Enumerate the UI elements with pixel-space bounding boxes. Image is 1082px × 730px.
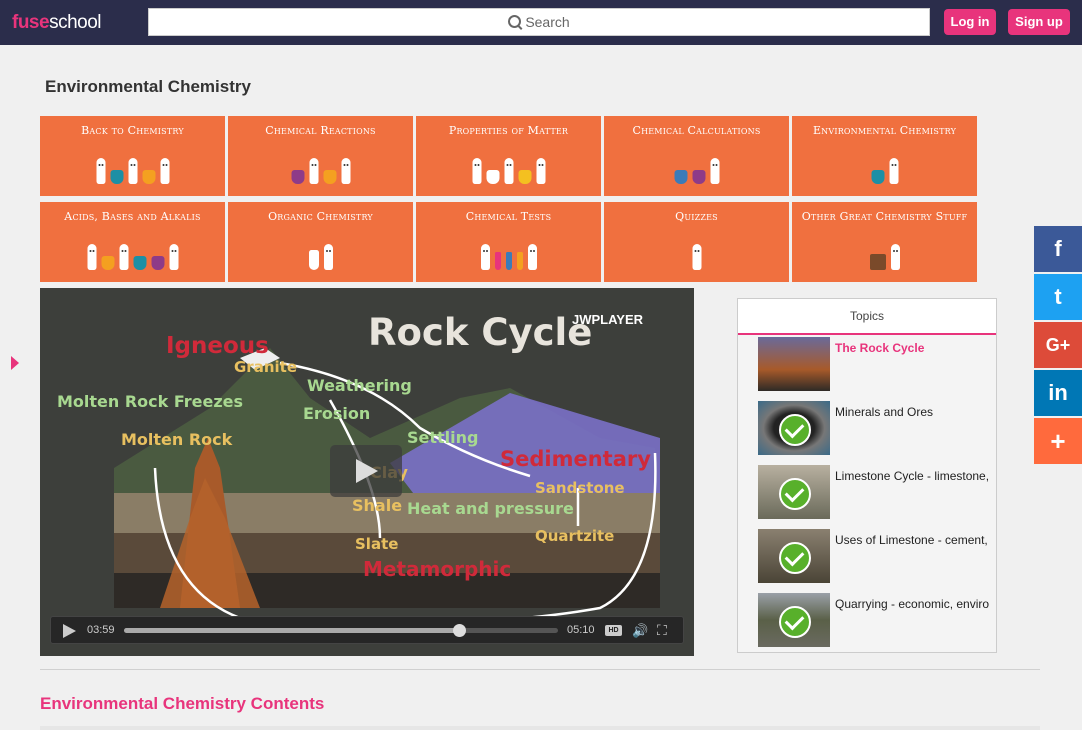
tile-chemical-reactions[interactable]: Chemical Reactions (228, 116, 413, 196)
linkedin-share-button[interactable]: in (1034, 370, 1082, 416)
search-placeholder: Search (525, 14, 570, 30)
label-granite: Granite (234, 358, 297, 376)
lab-apparatus-icon (291, 158, 350, 184)
google-plus-icon: G+ (1045, 335, 1071, 355)
label-igneous: Igneous (166, 333, 269, 359)
tile-chemical-tests[interactable]: Chemical Tests (416, 202, 601, 282)
facebook-icon: f (1054, 236, 1062, 261)
completed-check-icon (779, 414, 811, 446)
label-sedimentary: Sedimentary (500, 447, 651, 471)
jwplayer-logo: JWPLAYER (572, 312, 644, 327)
cartoon-characters-icon (96, 158, 169, 184)
label-shale: Shale (352, 496, 402, 515)
label-molten-rock: Molten Rock (121, 430, 233, 449)
fullscreen-icon[interactable]: ⛶ (657, 622, 667, 638)
completed-check-icon (779, 606, 811, 638)
topic-item-limestone-cycle[interactable]: Limestone Cycle - limestone, (758, 465, 996, 521)
section-divider (40, 669, 1040, 670)
label-settling: Settling (407, 428, 478, 447)
search-input[interactable]: Search (148, 8, 930, 36)
duration: 05:10 (567, 624, 595, 636)
completed-check-icon (779, 478, 811, 510)
test-tubes-icon (480, 244, 537, 270)
video-controls: 03:59 05:10 HD 🔊 ⛶ (50, 616, 684, 644)
current-topic-arrow-icon (11, 356, 19, 370)
topic-item-minerals[interactable]: Minerals and Ores (758, 401, 996, 457)
signup-button[interactable]: Sign up (1008, 9, 1070, 35)
fuseschool-logo[interactable]: fuseschool (12, 12, 101, 33)
search-icon (508, 15, 522, 28)
tile-back-to-chemistry[interactable]: Back to Chemistry (40, 116, 225, 196)
topics-panel: Topics The Rock Cycle Minerals and Ores … (737, 298, 997, 653)
microscope-icon (308, 244, 333, 270)
login-button[interactable]: Log in (944, 9, 996, 35)
contents-list-top (40, 726, 1040, 730)
bottles-icon (87, 244, 178, 270)
plant-beaker-icon (871, 158, 898, 184)
facebook-share-button[interactable]: f (1034, 226, 1082, 272)
label-weathering: Weathering (307, 376, 412, 395)
tile-environmental-chemistry[interactable]: Environmental Chemistry (792, 116, 977, 196)
seek-progress (124, 628, 460, 633)
label-slate: Slate (355, 535, 398, 553)
google-plus-share-button[interactable]: G+ (1034, 322, 1082, 368)
label-erosion: Erosion (303, 404, 370, 423)
video-title: Rock Cycle (368, 311, 592, 354)
label-heat-pressure: Heat and pressure (407, 499, 574, 518)
label-quartzite: Quartzite (535, 527, 614, 545)
tile-properties-of-matter[interactable]: Properties of Matter (416, 116, 601, 196)
twitter-icon: t (1054, 284, 1062, 309)
completed-check-icon (779, 542, 811, 574)
tile-other-chemistry-stuff[interactable]: Other Great Chemistry Stuff (792, 202, 977, 282)
contents-heading: Environmental Chemistry Contents (40, 694, 325, 713)
top-navigation-bar: fuseschool Search Log in Sign up (0, 0, 1082, 45)
label-metamorphic: Metamorphic (363, 557, 511, 581)
seek-handle[interactable] (453, 624, 467, 637)
label-molten-rock-freezes: Molten Rock Freezes (57, 392, 243, 411)
more-share-button[interactable]: + (1034, 418, 1082, 464)
more-share-icon: + (1050, 426, 1066, 456)
hd-toggle[interactable]: HD (605, 625, 622, 636)
video-player[interactable]: Igneous Granite Weathering Erosion Molte… (40, 288, 694, 656)
topic-thumbnail (758, 529, 830, 583)
topic-item-uses-of-limestone[interactable]: Uses of Limestone - cement, (758, 529, 996, 585)
tile-chemical-calculations[interactable]: Chemical Calculations (604, 116, 789, 196)
topics-heading: Topics (738, 299, 996, 335)
topic-thumbnail (758, 337, 830, 391)
balloon-beaker-icon (472, 158, 545, 184)
tile-acids-bases-alkalis[interactable]: Acids, Bases and Alkalis (40, 202, 225, 282)
play-icon[interactable] (63, 624, 76, 638)
box-character-icon (869, 244, 900, 270)
topic-thumbnail (758, 401, 830, 455)
topic-thumbnail (758, 593, 830, 647)
seek-bar[interactable] (124, 624, 558, 637)
quiz-character-icon (692, 244, 701, 270)
topic-item-quarrying[interactable]: Quarrying - economic, enviro (758, 593, 996, 649)
linkedin-icon: in (1048, 380, 1068, 405)
tile-organic-chemistry[interactable]: Organic Chemistry (228, 202, 413, 282)
twitter-share-button[interactable]: t (1034, 274, 1082, 320)
label-sandstone: Sandstone (535, 479, 625, 497)
current-time: 03:59 (87, 624, 115, 636)
big-play-icon[interactable] (330, 445, 402, 497)
flasks-icon (674, 158, 719, 184)
topic-thumbnail (758, 465, 830, 519)
volume-icon[interactable]: 🔊 (632, 623, 649, 638)
page-title: Environmental Chemistry (45, 77, 251, 96)
topic-item-rock-cycle[interactable]: The Rock Cycle (758, 337, 996, 393)
tile-quizzes[interactable]: Quizzes (604, 202, 789, 282)
